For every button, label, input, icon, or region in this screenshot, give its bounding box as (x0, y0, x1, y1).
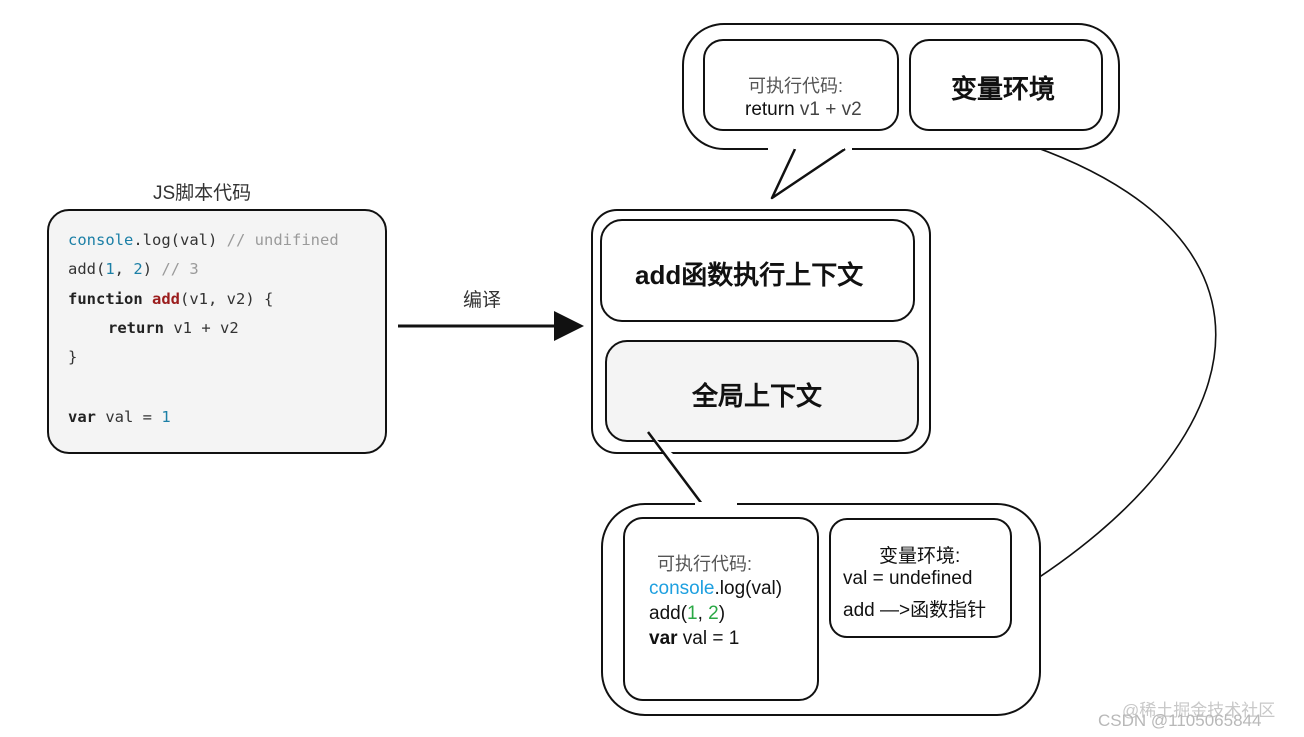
global-exec-code-label: 可执行代码: (657, 554, 753, 574)
watermark-csdn: CSDN @1105065844 (1098, 711, 1262, 730)
add-bubble-tail (768, 146, 852, 200)
code-line-5: } (68, 348, 78, 366)
code-line-2: add(1, 2) // 3 (68, 260, 199, 278)
add-context-label: add函数执行上下文 (635, 260, 864, 290)
global-context-label: 全局上下文 (692, 381, 823, 411)
global-exec-line-2: add(1, 2) (649, 603, 726, 624)
global-exec-line-3: var val = 1 (649, 628, 740, 649)
code-line-4: return v1 + v2 (108, 319, 239, 337)
script-code-box (47, 209, 387, 454)
global-bubble-tail (647, 431, 737, 510)
add-variable-env-box (909, 39, 1103, 131)
watermark-juejin: @稀土掘金技术社区 (1122, 701, 1276, 720)
global-context-box (605, 340, 919, 442)
global-exec-code-box (623, 517, 819, 701)
code-line-1: console.log(val) // undifined (68, 231, 339, 249)
add-variable-env-label: 变量环境 (951, 74, 1056, 104)
global-env-line-2: add —>函数指针 (843, 600, 987, 621)
code-line-6: var val = 1 (68, 408, 171, 426)
global-variable-env-box (829, 518, 1012, 638)
global-env-line-1: val = undefined (843, 568, 973, 589)
global-exec-line-1: console.log(val) (649, 578, 783, 599)
function-pointer-arrow (883, 105, 1217, 601)
compile-label: 编译 (463, 290, 502, 311)
code-line-3: function add(v1, v2) { (68, 290, 274, 308)
global-variable-env-label: 变量环境: (879, 546, 961, 567)
script-title: JS脚本代码 (153, 183, 252, 204)
add-exec-code-box (703, 39, 899, 131)
add-context-box (600, 219, 915, 322)
add-exec-code-label: 可执行代码: (748, 76, 844, 96)
add-exec-code-line: return v1 + v2 (745, 99, 862, 120)
